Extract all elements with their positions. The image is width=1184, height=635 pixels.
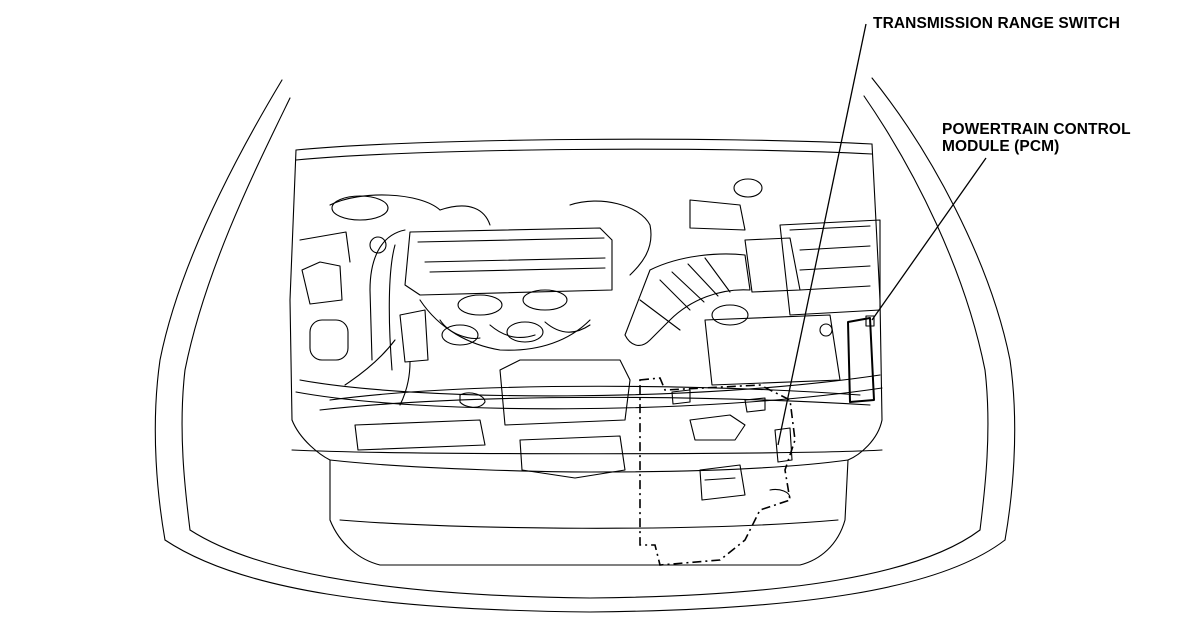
battery-area bbox=[459, 304, 841, 426]
front-bumper bbox=[291, 385, 883, 566]
transmission-range-switch-label: TRANSMISSION RANGE SWITCH bbox=[873, 15, 1121, 32]
pcm-label-line2: MODULE (PCM) bbox=[942, 138, 1060, 155]
pcm-label: POWERTRAIN CONTROL MODULE (PCM) bbox=[942, 121, 1131, 155]
left-components bbox=[299, 194, 491, 406]
transmission bbox=[639, 377, 796, 566]
engine bbox=[369, 227, 613, 371]
pcm-module bbox=[847, 315, 875, 403]
intake-duct bbox=[569, 178, 881, 346]
radiator-support bbox=[295, 374, 883, 410]
vehicle-body-outline bbox=[154, 77, 1016, 613]
leader-lines bbox=[777, 23, 987, 446]
pcm-label-line1: POWERTRAIN CONTROL bbox=[942, 121, 1131, 138]
